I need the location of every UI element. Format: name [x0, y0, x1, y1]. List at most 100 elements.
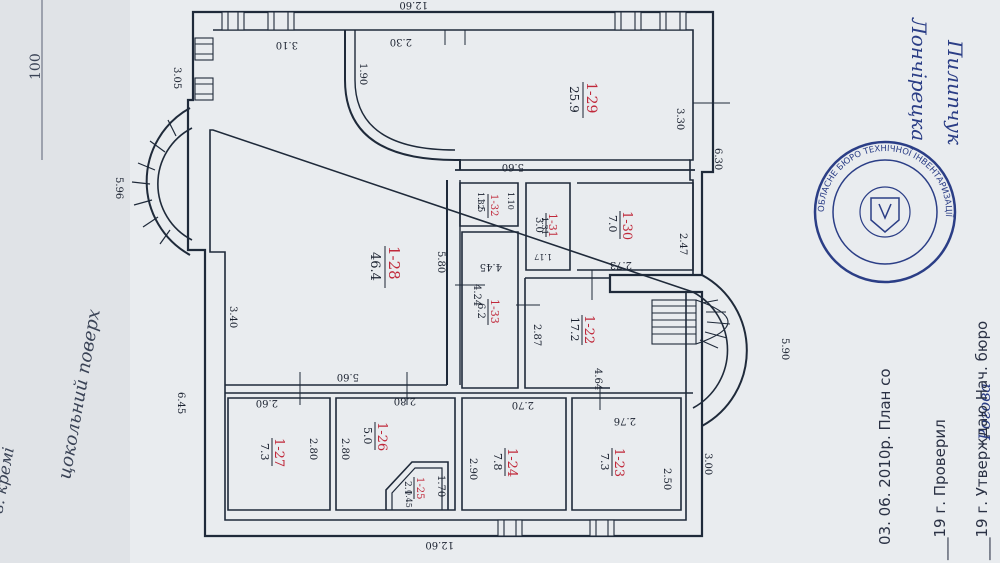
- date-line: 03. 06. 2010р. План со: [876, 368, 894, 545]
- dim-280-b: 2.80: [339, 438, 350, 460]
- paper-left-margin: [0, 0, 130, 563]
- approve-line: ___19 г. Утверждаю Нач. бюро: [973, 321, 992, 561]
- dimension-ticks: [299, 30, 730, 410]
- room-area: 7.3: [258, 443, 271, 461]
- room-id: 1-31: [546, 213, 559, 238]
- outer-wall: [186, 10, 715, 538]
- room-1-26: 1-26 5.0: [361, 422, 389, 451]
- room-id: 1-33: [488, 299, 501, 324]
- dim-132: 1.32: [476, 192, 485, 210]
- tower-outer-arc: [145, 107, 191, 256]
- windows: [194, 11, 687, 537]
- margin-number: 100: [28, 53, 44, 80]
- dim-560-a: 5.60: [502, 161, 524, 172]
- room-id: 1-22: [581, 315, 596, 344]
- room-id: 1-30: [619, 211, 634, 240]
- dim-280-c: 2.80: [394, 395, 416, 406]
- room-area: 3.0: [533, 217, 544, 233]
- room-1-22: 1-22 17.2: [568, 315, 596, 345]
- room-id: 1-27: [271, 438, 286, 467]
- dim-445: 4.45: [480, 261, 502, 272]
- dim-424: 4.24: [471, 284, 482, 306]
- dim-290: 2.90: [467, 458, 478, 480]
- room-area: 7.3: [598, 453, 611, 471]
- room-area: 6.2: [475, 303, 486, 319]
- wall-toilet: [385, 461, 449, 510]
- room-1-25: 1-25 2.1: [402, 477, 425, 499]
- signature-2: Пилипчук: [943, 39, 967, 145]
- wall-lower-rooms: [227, 397, 331, 511]
- dim-top-overall: 12.60: [399, 0, 428, 10]
- room-area: 1.5: [475, 198, 485, 213]
- dim-110: 1.10: [506, 192, 515, 210]
- stair-bay-outer-arc: [701, 274, 748, 427]
- signature-1: Лончірецка: [907, 17, 931, 141]
- check-line: ___19 г. Проверил: [931, 419, 950, 561]
- dim-273: 2.73: [610, 259, 632, 270]
- room-id: 1-28: [385, 246, 403, 280]
- room-1-29: 1-29 25.9: [567, 82, 599, 118]
- room-area: 5.0: [361, 427, 374, 445]
- dim-left-lower: 6.45: [175, 392, 186, 414]
- room-id: 1-24: [504, 448, 519, 477]
- dim-247: 2.47: [677, 233, 688, 255]
- floor-plan: [145, 10, 748, 538]
- dim-340: 3.40: [227, 306, 238, 328]
- tower-window-segments: [131, 119, 177, 245]
- wall-big-room-right: [344, 30, 461, 170]
- dim-bottom-overall: 12.60: [425, 539, 454, 550]
- room-1-30: 1-30 7.0: [606, 211, 634, 240]
- dim-464: 4.64: [592, 368, 603, 390]
- room-1-32: 1-32 1.5: [475, 194, 499, 218]
- dim-left-tower: 5.96: [113, 177, 124, 199]
- dim-230: 2.30: [390, 36, 412, 47]
- room-area: 46.4: [367, 252, 382, 281]
- room-1-24: 1-24 7.8: [491, 448, 519, 477]
- room-area: 17.2: [568, 317, 581, 342]
- dim-250: 2.50: [661, 468, 672, 490]
- room-id: 1-23: [611, 448, 626, 477]
- dim-310: 3.10: [276, 39, 298, 50]
- room-area: 25.9: [567, 86, 581, 113]
- dim-560-b: 5.60: [337, 371, 359, 382]
- room-id: 1-25: [414, 477, 425, 499]
- dim-280-a: 2.80: [307, 438, 318, 460]
- room-1-33: 1-33 6.2: [475, 299, 501, 325]
- stair-bay-inner-arc: [692, 291, 729, 409]
- wall-small-rooms: [459, 182, 519, 227]
- room-id: 1-32: [488, 194, 499, 216]
- room-id: 1-29: [583, 82, 599, 113]
- dim-260: 2.60: [256, 397, 278, 408]
- wall-lower-band: [225, 384, 693, 394]
- dim-270: 2.70: [512, 399, 534, 410]
- wall-hall: [524, 277, 610, 389]
- room-1-27: 1-27 7.3: [258, 438, 286, 467]
- room-1-31: 1-31 3.0: [533, 213, 559, 238]
- signature-3: Рогова: [975, 383, 994, 441]
- wall-big-room-right-inner: [354, 30, 456, 151]
- approval-block: 03. 06. 2010р. План со ___19 г. Проверил…: [876, 321, 992, 561]
- room-area: 7.8: [491, 453, 504, 471]
- dim-276: 2.76: [614, 415, 636, 426]
- room-id: 1-26: [374, 422, 389, 451]
- dim-right-lower: 3.00: [702, 453, 713, 475]
- staircase: [651, 299, 731, 349]
- room-area: 2.1: [402, 481, 412, 495]
- dim-left-upper: 3.05: [171, 67, 182, 89]
- dim-190: 1.90: [357, 63, 368, 85]
- room-1-23: 1-23 7.3: [598, 448, 626, 477]
- dim-right-mid: 5.90: [779, 338, 790, 360]
- room-area: 7.0: [606, 215, 619, 233]
- dim-045: 0.45: [404, 490, 413, 508]
- dim-330: 3.30: [674, 108, 685, 130]
- room-1-28: 1-28 46.4: [367, 246, 403, 288]
- dim-117: 1.17: [534, 252, 552, 261]
- dim-170: 1.70: [435, 475, 446, 497]
- tower-inner-arc: [157, 127, 193, 241]
- dim-287: 2.87: [531, 324, 542, 346]
- dim-right-upper: 6.30: [712, 148, 723, 170]
- dim-580: 5.80: [435, 251, 446, 273]
- dim-131: 1.31: [540, 217, 549, 235]
